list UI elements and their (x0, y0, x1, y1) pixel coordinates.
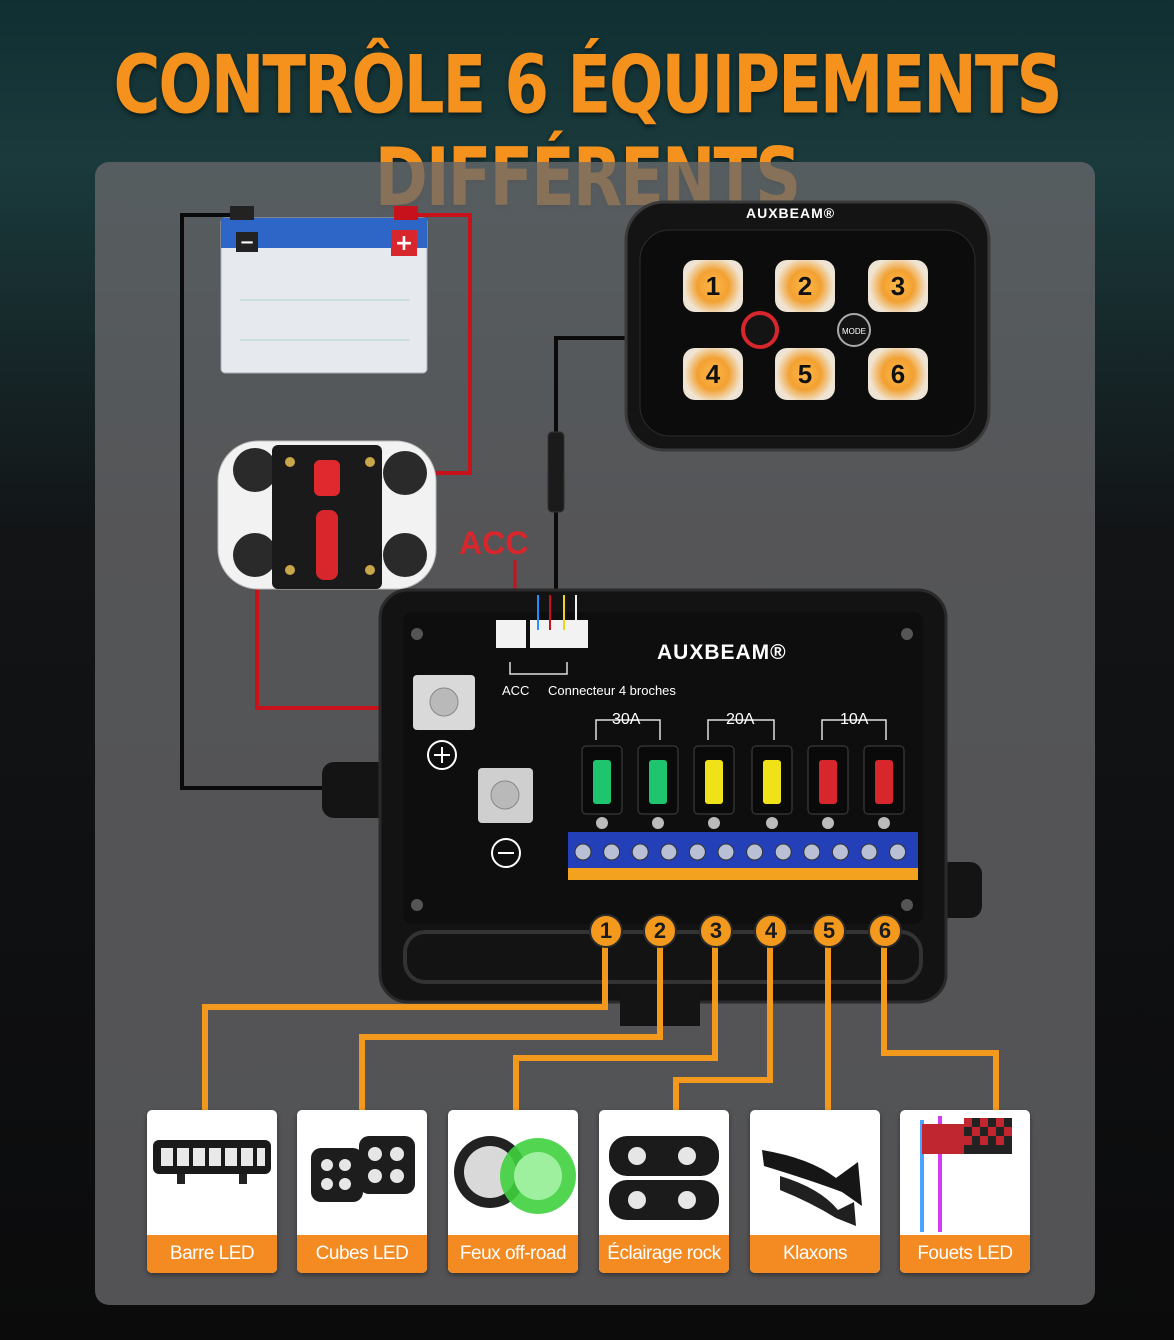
fuse-screw (652, 817, 664, 829)
terminal-screw (831, 843, 849, 861)
terminal-screw (774, 843, 792, 861)
output-badge-6: 6 (868, 914, 902, 948)
switch-panel: MODE (624, 200, 991, 452)
device-label: Fouets LED (900, 1235, 1030, 1273)
switch-key-5[interactable]: 5 (775, 348, 835, 400)
switch-panel-brand: AUXBEAM® (746, 205, 836, 221)
fuse-screw (708, 817, 720, 829)
device-card-fouets-led: Fouets LED (900, 1110, 1030, 1273)
device-card-feux-off-road: Feux off-road (448, 1110, 578, 1273)
terminal-screw (860, 843, 878, 861)
device-card-eclairage-rock: Éclairage rock (599, 1110, 729, 1273)
fuse-icon (593, 760, 611, 804)
horns-icon (762, 1150, 862, 1226)
terminal-screw (660, 843, 678, 861)
fuse-group-bracket (821, 719, 887, 740)
switch-key-2[interactable]: 2 (775, 260, 835, 312)
switch-key-1[interactable]: 1 (683, 260, 743, 312)
terminal-screw (889, 843, 907, 861)
control-box-brand: AUXBEAM® (657, 641, 787, 664)
acc-label: ACC (502, 683, 530, 698)
switch-cable (554, 336, 630, 600)
device-label: Éclairage rock (599, 1235, 729, 1273)
fuse-group-bracket (707, 719, 775, 740)
fuse-screw (822, 817, 834, 829)
fuse-icon (875, 760, 893, 804)
mode-label: MODE (842, 327, 866, 336)
fuse-group-bracket (595, 719, 661, 740)
rock-lights-icon (609, 1136, 719, 1220)
fuse-group-20a: 20A (726, 711, 755, 728)
terminal-screw (688, 843, 706, 861)
fuse-screw (878, 817, 890, 829)
fuse-icon (705, 760, 723, 804)
power-icon (741, 311, 779, 349)
fuse-group-30a: 30A (612, 711, 641, 728)
led-cubes-icon (311, 1136, 415, 1202)
switch-key-4[interactable]: 4 (683, 348, 743, 400)
device-card-barre-led: Barre LED (147, 1110, 277, 1273)
fuse-icon (763, 760, 781, 804)
offroad-lights-icon (454, 1136, 576, 1214)
cable-connector (547, 431, 565, 513)
device-label: Klaxons (750, 1235, 880, 1273)
device-card-klaxons: Klaxons (750, 1110, 880, 1273)
device-label: Barre LED (147, 1235, 277, 1273)
fuse-icon (819, 760, 837, 804)
connector-label: Connecteur 4 broches (548, 683, 676, 698)
output-wires (202, 945, 999, 1112)
led-whips-icon (920, 1116, 1012, 1232)
terminal-screw (746, 843, 764, 861)
positive-wire-terminal (255, 555, 428, 710)
battery-minus: − (239, 232, 254, 253)
terminal-screw (631, 843, 649, 861)
terminal-screw (803, 843, 821, 861)
device-label: Feux off-road (448, 1235, 578, 1273)
fuse-group-10a: 10A (840, 711, 869, 728)
output-badge-1: 1 (589, 914, 623, 948)
output-badge-3: 3 (699, 914, 733, 948)
acc-callout: ACC (459, 525, 529, 561)
output-badge-2: 2 (643, 914, 677, 948)
positive-wire-battery (404, 213, 472, 475)
output-badge-4: 4 (754, 914, 788, 948)
battery-plus: + (395, 231, 413, 256)
terminal-screw (603, 843, 621, 861)
device-label: Cubes LED (297, 1235, 427, 1273)
led-bar-icon (153, 1140, 271, 1184)
circuit-breaker-icon (217, 440, 437, 590)
switch-key-6[interactable]: 6 (868, 348, 928, 400)
battery-icon: − + (220, 206, 428, 374)
fuse-screw (596, 817, 608, 829)
output-badge-5: 5 (812, 914, 846, 948)
device-card-cubes-led: Cubes LED (297, 1110, 427, 1273)
terminal-screw (717, 843, 735, 861)
mode-icon (837, 313, 871, 347)
terminal-screw (574, 843, 592, 861)
control-box (322, 588, 982, 1026)
fuse-screw (766, 817, 778, 829)
switch-key-3[interactable]: 3 (868, 260, 928, 312)
fuse-icon (649, 760, 667, 804)
